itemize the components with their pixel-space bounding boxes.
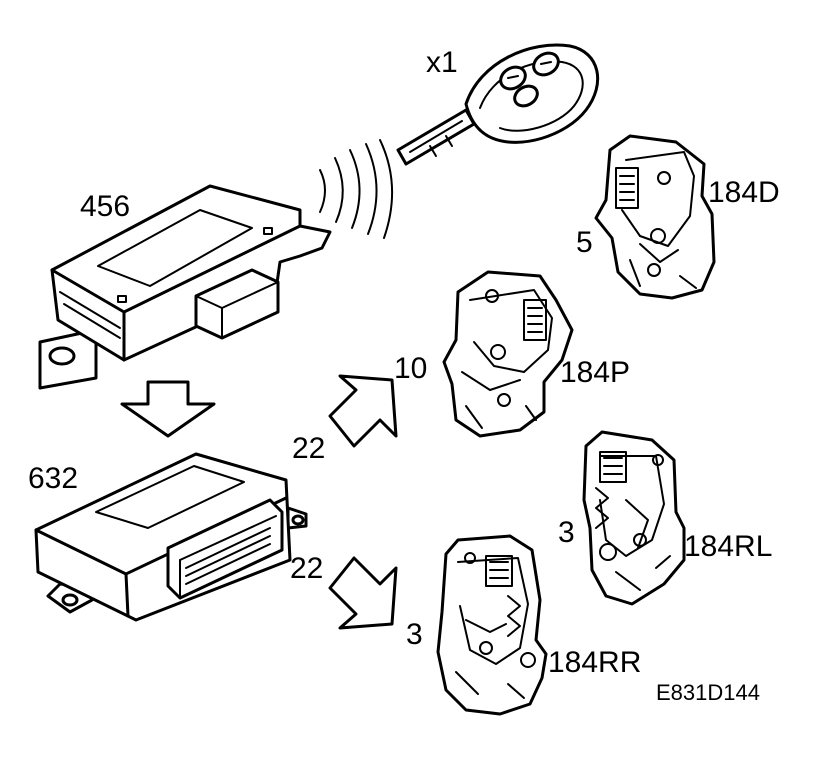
lock-184rl bbox=[582, 430, 686, 606]
lock-184rr-label: 184RR bbox=[548, 646, 641, 679]
lock-184rl-label: 184RL bbox=[684, 530, 772, 563]
lock-184p-pin-label: 10 bbox=[394, 352, 427, 385]
key-quantity-label: x1 bbox=[426, 46, 458, 79]
wire-count-lower: 22 bbox=[290, 552, 323, 585]
lock-184p-label: 184P bbox=[560, 356, 630, 389]
lock-184d-label: 184D bbox=[708, 176, 780, 209]
radio-waves-icon bbox=[319, 139, 394, 239]
figure-code: E831D144 bbox=[656, 680, 760, 705]
lock-184d-pin-label: 5 bbox=[576, 226, 593, 259]
module-456 bbox=[38, 184, 332, 390]
lock-184rr bbox=[436, 534, 548, 716]
key-fob-icon bbox=[396, 43, 600, 166]
lock-184rl-pin-label: 3 bbox=[558, 516, 575, 549]
wire-count-upper: 22 bbox=[292, 432, 325, 465]
arrow-down-right-icon bbox=[328, 556, 398, 630]
module-632 bbox=[34, 452, 308, 622]
arrow-up-right-icon bbox=[328, 374, 398, 448]
arrow-down-icon bbox=[120, 380, 216, 438]
lock-184d bbox=[594, 134, 716, 300]
lock-184p bbox=[442, 270, 574, 438]
lock-184rr-pin-label: 3 bbox=[406, 618, 423, 651]
module-456-label: 456 bbox=[80, 190, 130, 223]
module-632-label: 632 bbox=[28, 462, 78, 495]
